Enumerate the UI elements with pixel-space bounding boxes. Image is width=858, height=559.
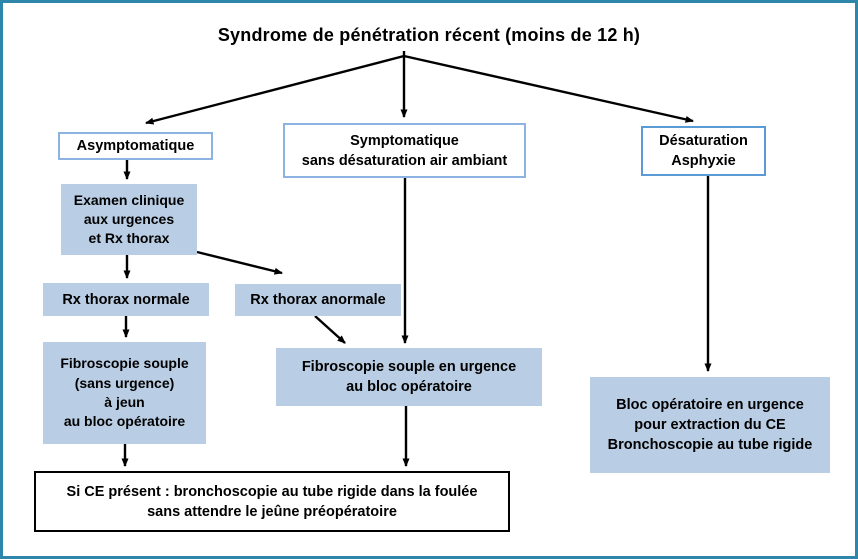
node-fibroscopie-urgence: Fibroscopie souple en urgence au bloc op… [276, 348, 542, 406]
node-examen-line2: aux urgences [83, 210, 175, 227]
node-asymptomatique: Asymptomatique [58, 132, 213, 160]
node-conclusion-line2: sans attendre le jeûne préopératoire [147, 503, 397, 520]
arrow-rx-anormale-to-fibroscopie-urgence [314, 315, 346, 344]
node-symptomatique-line1: Symptomatique [350, 132, 459, 149]
node-rx-thorax-anormale: Rx thorax anormale [235, 284, 401, 316]
node-conclusion-line1: Si CE présent : bronchoscopie au tube ri… [66, 483, 478, 500]
node-desaturation: Désaturation Asphyxie [641, 126, 766, 176]
node-fibroscopie-sans-urgence-line3: à jeun [104, 394, 145, 410]
node-fibroscopie-urgence-line2: au bloc opératoire [346, 379, 472, 395]
node-desaturation-line1: Désaturation [659, 133, 748, 149]
node-asymptomatique-label: Asymptomatique [76, 138, 195, 154]
node-examen-line1: Examen clinique [73, 191, 185, 208]
node-examen-clinique: Examen clinique aux urgences et Rx thora… [61, 184, 197, 255]
node-bloc-operatoire-line1: Bloc opératoire en urgence [616, 397, 804, 413]
arrow-title-to-asymptomatique [145, 54, 405, 125]
node-rx-thorax-normale: Rx thorax normale [43, 283, 209, 316]
node-conclusion: Si CE présent : bronchoscopie au tube ri… [34, 471, 510, 532]
arrow-title-to-desaturation [403, 54, 694, 123]
node-fibroscopie-sans-urgence: Fibroscopie souple (sans urgence) à jeun… [43, 342, 206, 444]
node-fibroscopie-sans-urgence-line1: Fibroscopie souple [60, 355, 189, 372]
node-bloc-operatoire: Bloc opératoire en urgence pour extracti… [590, 377, 830, 473]
node-bloc-operatoire-line2: pour extraction du CE [634, 417, 786, 433]
node-examen-line3: et Rx thorax [88, 230, 170, 247]
node-symptomatique-line2: sans désaturation air ambiant [301, 152, 508, 169]
diagram-title: Syndrome de pénétration récent (moins de… [217, 25, 641, 45]
arrow-examen-to-rx-anormale [196, 250, 283, 275]
node-rx-anormale-label: Rx thorax anormale [250, 292, 386, 308]
node-fibroscopie-sans-urgence-line4: au bloc opératoire [63, 413, 186, 430]
node-desaturation-line2: Asphyxie [671, 153, 736, 169]
node-rx-normale-label: Rx thorax normale [62, 291, 190, 308]
node-symptomatique: Symptomatique sans désaturation air ambi… [283, 123, 526, 178]
node-fibroscopie-urgence-line1: Fibroscopie souple en urgence [301, 359, 517, 375]
node-bloc-operatoire-line3: Bronchoscopie au tube rigide [607, 437, 813, 453]
node-fibroscopie-sans-urgence-line2: (sans urgence) [74, 374, 175, 391]
